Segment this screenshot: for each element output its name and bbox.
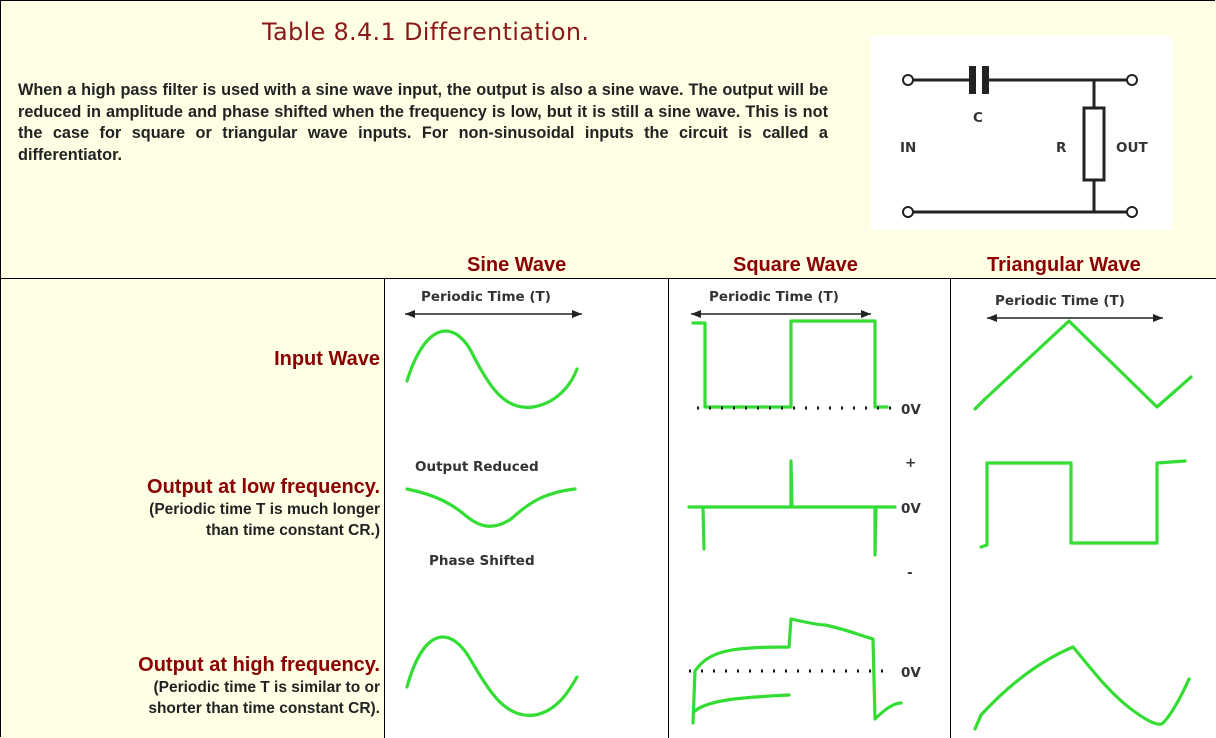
row-label-high-sub-1: (Periodic time T is similar to or [153, 679, 380, 696]
output-label: OUT [1116, 140, 1148, 156]
triangular-column: Periodic Time (T) [951, 279, 1216, 738]
square-column: Periodic Time (T) 0V + 0V - 0V [669, 279, 950, 738]
periodic-time-label-square: Periodic Time (T) [709, 289, 839, 305]
intro-paragraph: When a high pass filter is used with a s… [18, 81, 828, 164]
row-label-input-title: Input Wave [274, 348, 380, 370]
row-label-high-sub-2: shorter than time constant CR). [148, 700, 380, 717]
column-heading-square: Square Wave [733, 254, 858, 276]
column-heading-sine: Sine Wave [467, 254, 567, 276]
row-label-low-sub-2: than time constant CR.) [206, 522, 380, 539]
row-label-low-frequency: Output at low frequency. (Periodic time … [147, 476, 380, 541]
table-header-rule [0, 278, 1216, 279]
plus-label: + [905, 455, 916, 471]
sine-column: Periodic Time (T) Output Reduced Phase S… [385, 279, 668, 738]
row-label-high-frequency: Output at high frequency. (Periodic time… [138, 654, 380, 719]
input-label: IN [900, 140, 916, 156]
periodic-time-label-triangular: Periodic Time (T) [995, 293, 1125, 309]
row-label-low-sub-1: (Periodic time T is much longer [149, 501, 380, 518]
zero-volts-label-input: 0V [901, 402, 921, 418]
row-label-high-title: Output at high frequency. [138, 654, 380, 676]
phase-shifted-label: Phase Shifted [429, 553, 535, 569]
zero-volts-label-low: 0V [901, 501, 921, 517]
column-heading-triangular: Triangular Wave [987, 254, 1141, 276]
periodic-time-label-sine: Periodic Time (T) [421, 289, 551, 305]
row-label-low-title: Output at low frequency. [147, 476, 380, 498]
table-divider-3 [950, 278, 951, 738]
resistor-label: R [1056, 140, 1067, 156]
page-title: Table 8.4.1 Differentiation. [262, 18, 590, 46]
capacitor-label: C [973, 110, 983, 126]
minus-label: - [907, 565, 913, 581]
table-divider-1 [384, 278, 385, 738]
zero-volts-label-high: 0V [901, 665, 921, 681]
row-label-input: Input Wave [274, 348, 380, 371]
high-pass-circuit-diagram: C R IN OUT [870, 36, 1172, 230]
output-reduced-label: Output Reduced [415, 459, 539, 475]
table-divider-2 [668, 278, 669, 738]
